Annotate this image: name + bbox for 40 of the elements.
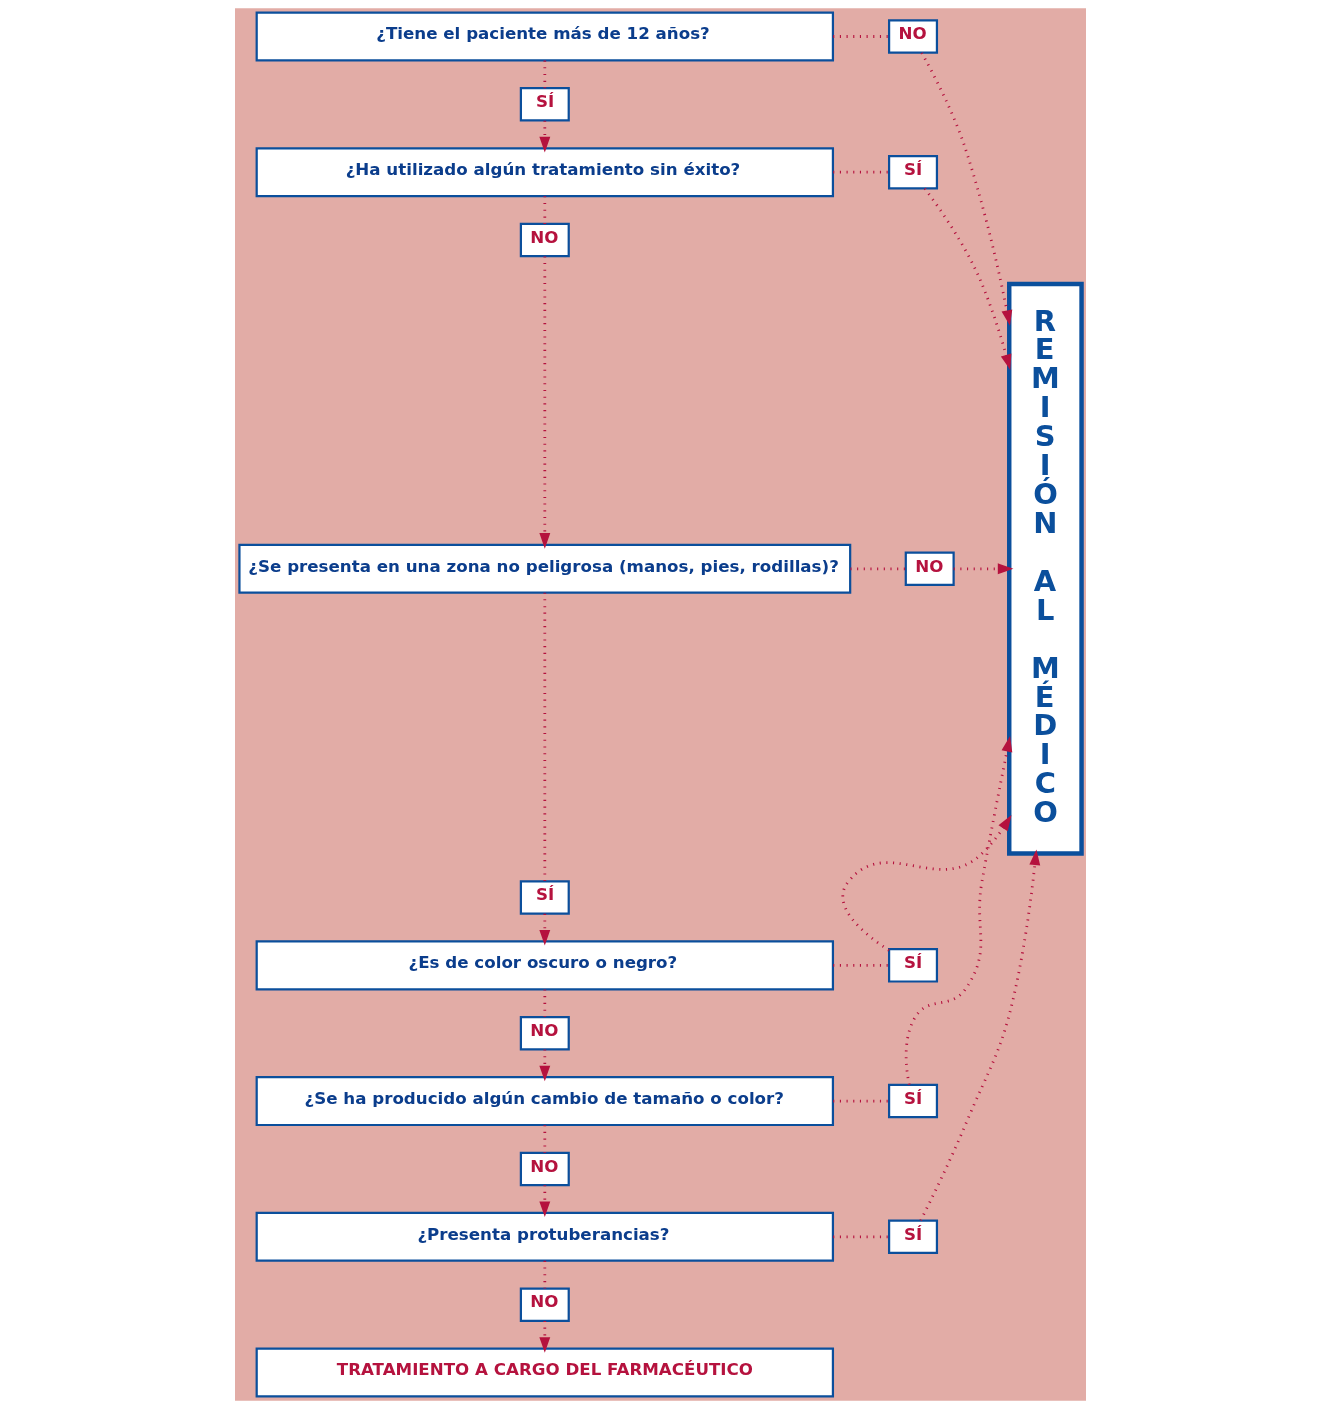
node-box: ¿Tiene el paciente más de 12 años? [255,11,835,62]
node-box: NO [888,19,939,54]
connector [543,196,547,224]
node-box: NO [519,1016,570,1051]
arrow [904,736,1013,1085]
node-box: NO [519,222,570,258]
node-box: NO [904,551,955,587]
node-box: SÍ [888,1219,939,1255]
connector [543,592,547,882]
arrow [841,815,1012,952]
node-box: SÍ [888,948,939,983]
connector [833,1235,889,1239]
connector [543,60,547,89]
node-box: NO [519,1287,570,1322]
node-box: NO [519,1151,570,1187]
arrow [923,187,1012,370]
arrow [539,913,551,946]
node-box: REMISIÓN AL MÉDICO [1007,281,1084,856]
arrow [953,563,1014,575]
node-box: TRATAMIENTO A CARGO DEL FARMACÉUTICO [255,1347,835,1398]
arrow [539,256,551,549]
connector [850,567,906,571]
node-box: ¿Es de color oscuro o negro? [255,940,835,991]
node-box: ¿Se ha producido algún cambio de tamaño o color? [255,1076,835,1127]
arrow [920,52,1013,326]
node-box: SÍ [519,880,570,915]
connector [543,1125,547,1153]
node-box: ¿Se presenta en una zona no peligrosa (manos, pies, rodillas)? [238,543,852,594]
connector [543,1260,547,1289]
node-box: ¿Presenta protuberancias? [255,1211,835,1262]
connector [543,989,547,1018]
connector [833,1099,889,1103]
node-box: SÍ [519,87,570,122]
arrow [919,849,1041,1222]
connector [833,35,889,38]
node-box: SÍ [888,1083,939,1119]
node-box: ¿Ha utilizado algún tratamiento sin éxito? [255,147,835,198]
connector [833,963,889,967]
connector [833,170,889,174]
node-box: SÍ [888,154,939,190]
